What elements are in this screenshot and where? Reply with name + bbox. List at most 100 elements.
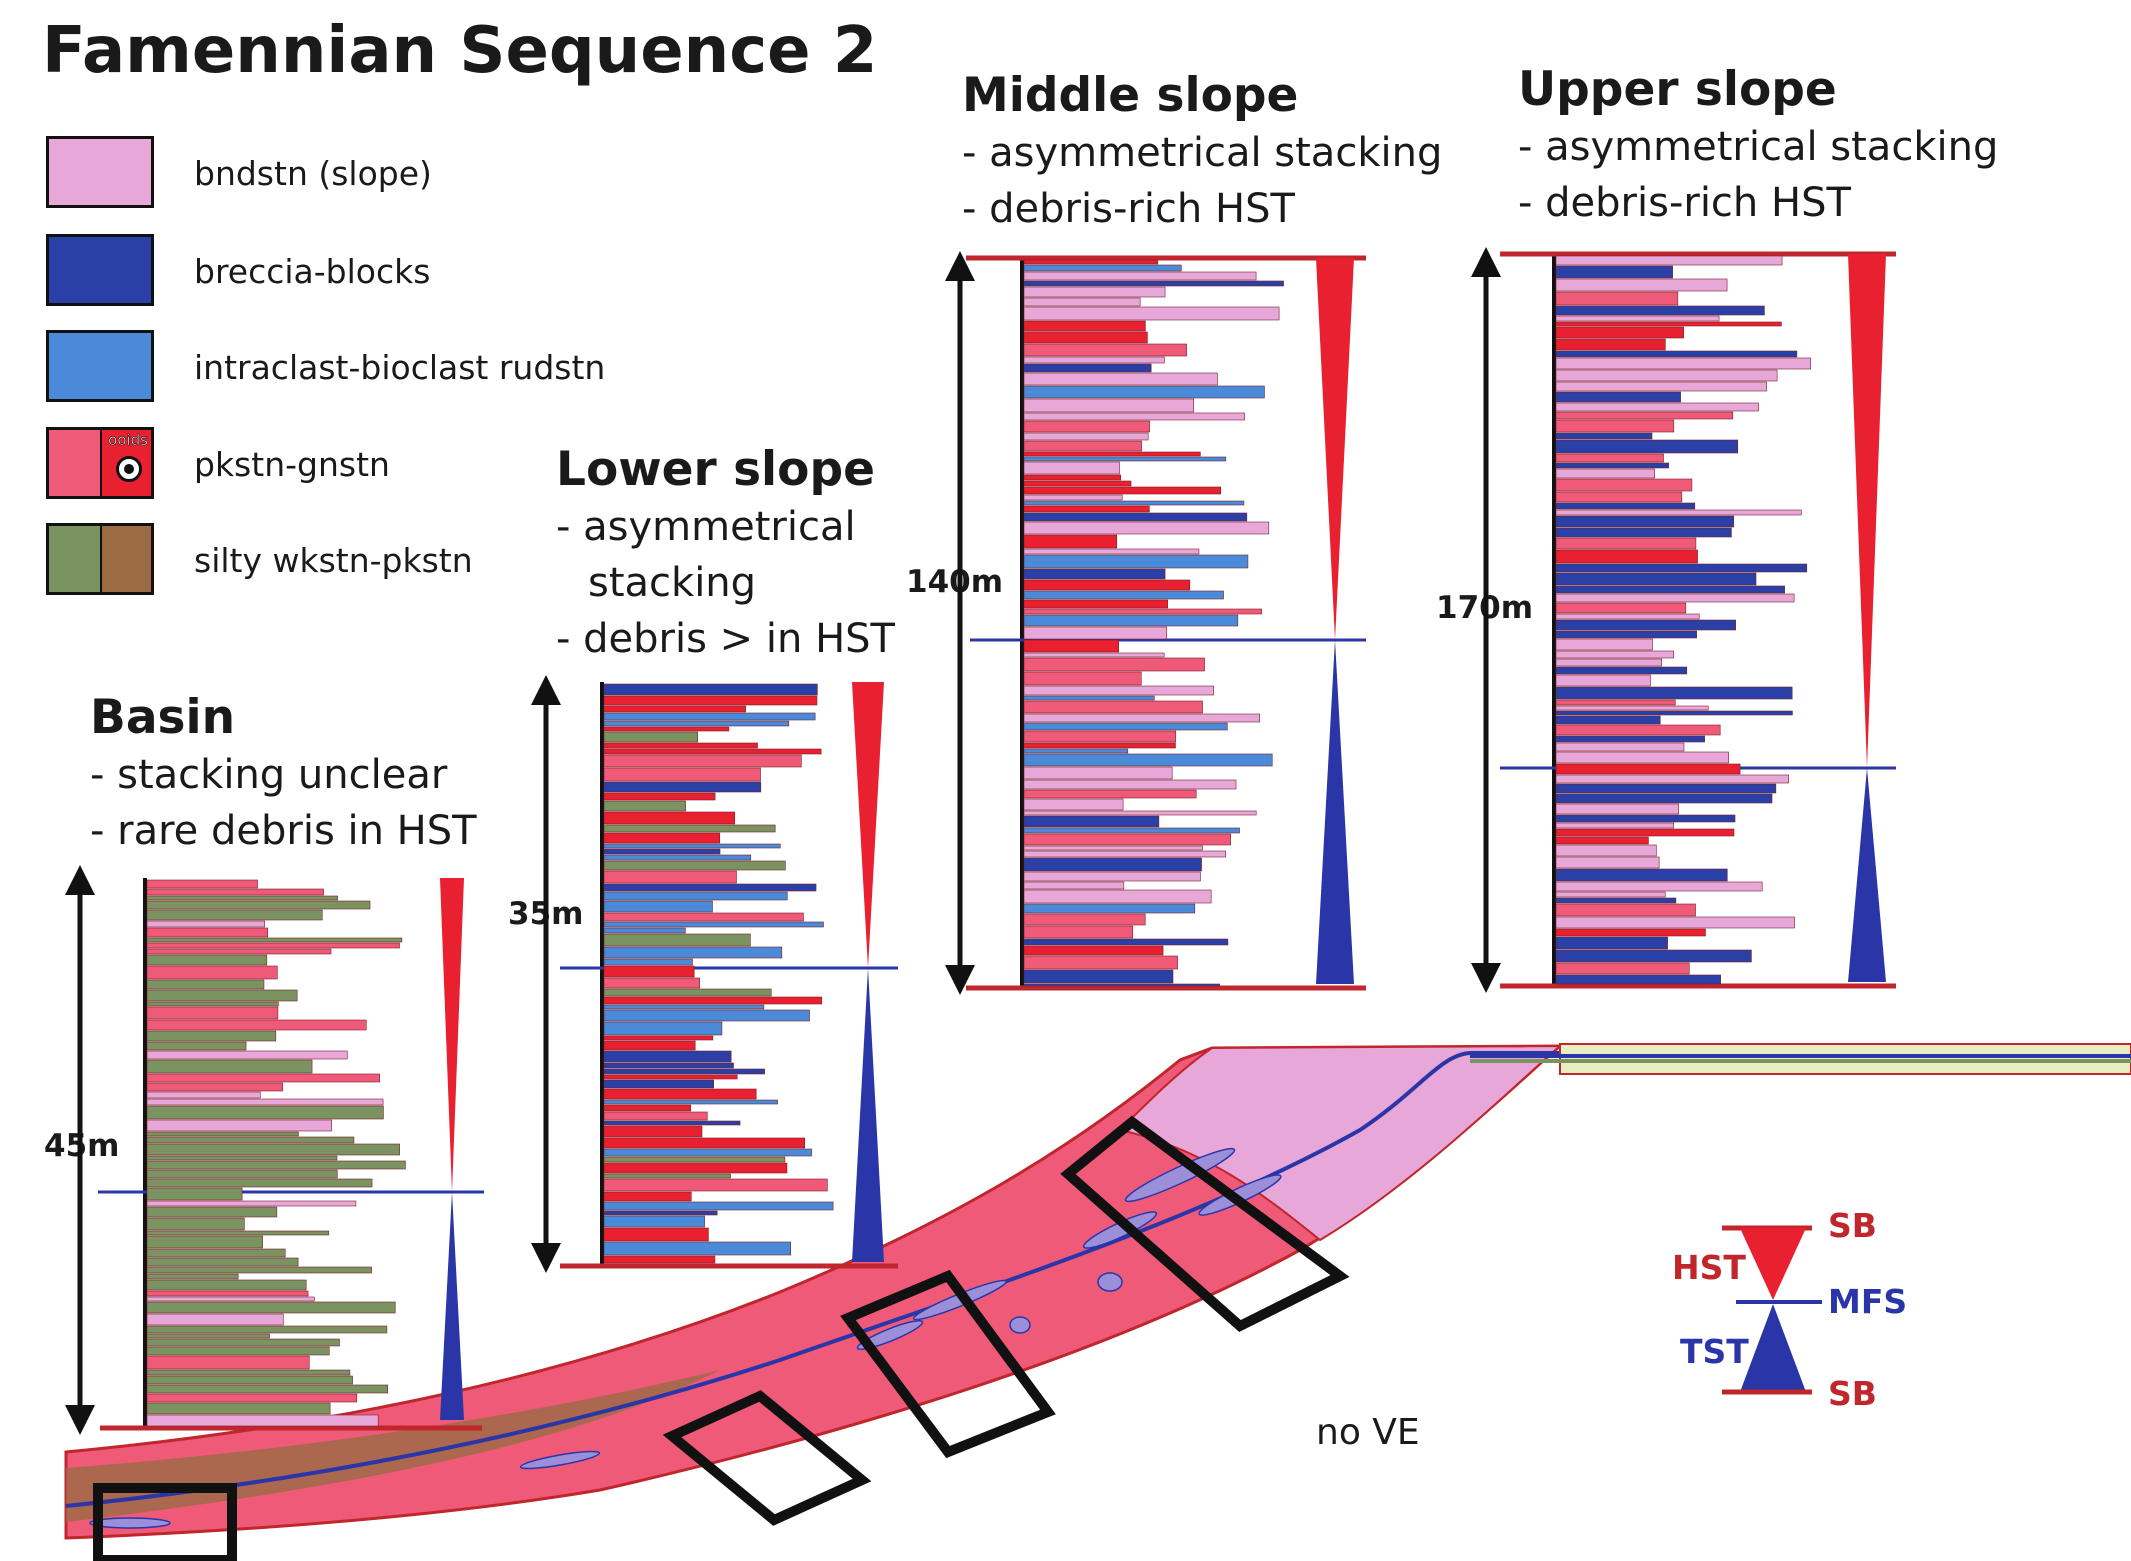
lithology-bed	[146, 1206, 278, 1218]
lithology-bed	[603, 1201, 834, 1211]
lithology-bed	[1023, 271, 1257, 281]
lithology-bed	[146, 1369, 351, 1376]
lithology-bed	[1555, 793, 1773, 804]
lithology-bed	[146, 1073, 380, 1083]
lithology-bed	[1555, 658, 1662, 667]
lithology-bed	[1555, 453, 1664, 463]
no-ve-note: no VE	[1316, 1412, 1420, 1453]
lithology-bed	[1023, 639, 1120, 653]
lithology-bed	[146, 1296, 315, 1302]
lithology-bed	[1023, 614, 1239, 627]
lithology-bed	[1555, 936, 1668, 950]
legend-label: intraclast-bioclast rudstn	[194, 348, 606, 387]
lithology-bed	[603, 767, 761, 782]
lithology-bed	[603, 1241, 792, 1256]
lithology-bed	[146, 1338, 340, 1347]
lithology-bed	[1555, 549, 1698, 564]
lithology-bed	[1023, 671, 1142, 686]
lithology-bed	[1555, 916, 1795, 929]
basin-tst-triangle	[440, 1192, 464, 1420]
basin-hst-triangle	[440, 878, 464, 1192]
lithology-bed	[1555, 666, 1688, 675]
lithology-bed	[1023, 440, 1142, 452]
lithology-bed	[603, 1040, 696, 1051]
upper-slope-heading: Upper slope	[1518, 62, 1837, 117]
lithology-bed	[1555, 369, 1778, 382]
lithology-bed	[1023, 925, 1134, 939]
lithology-bed	[1555, 724, 1721, 736]
lithology-bed	[1023, 494, 1123, 501]
lithology-bed	[603, 843, 781, 849]
key-sb-top-label: SB	[1828, 1206, 1877, 1245]
sequence-key	[1722, 1225, 1822, 1395]
lithology-bed	[146, 1001, 279, 1007]
lithology-bed	[1555, 814, 1736, 823]
lithology-bed	[146, 1143, 400, 1156]
lithology-bed	[146, 1257, 299, 1267]
lithology-bed	[1023, 685, 1214, 696]
lithology-bed	[603, 1068, 765, 1075]
lithology-bed	[1555, 585, 1785, 594]
lithology-bed	[1023, 608, 1262, 615]
lithology-bed	[1555, 468, 1655, 479]
lithology-bed	[1023, 827, 1240, 834]
lithology-bed	[1555, 705, 1709, 711]
lithology-bed	[603, 683, 818, 696]
lithology-bed	[1023, 955, 1178, 970]
lithology-bed	[603, 1148, 812, 1157]
lithology-bed	[1023, 548, 1200, 555]
lithology-bed	[1555, 381, 1767, 392]
lithology-bed	[603, 988, 772, 997]
legend-label: silty wkstn-pkstn	[194, 541, 473, 580]
legend-label: bndstn (slope)	[194, 154, 432, 193]
lithology-bed	[603, 1156, 786, 1163]
lithology-bed	[1555, 491, 1683, 503]
lithology-bed	[1555, 391, 1681, 403]
lithology-bed	[1023, 385, 1265, 399]
lithology-bed	[603, 824, 776, 833]
lithology-bed	[1555, 509, 1802, 516]
lithology-bed	[1023, 320, 1146, 332]
lithology-bed	[146, 920, 265, 928]
lithology-bed	[1555, 478, 1693, 492]
lithology-bed	[146, 1200, 357, 1207]
lithology-bed	[146, 927, 269, 938]
lithology-bed	[603, 1227, 709, 1242]
lithology-bed	[1023, 810, 1257, 816]
lithology-bed	[1023, 713, 1261, 723]
lithology-bed	[1023, 264, 1182, 272]
lithology-bed	[1023, 343, 1187, 357]
lithology-bed	[146, 1402, 331, 1415]
lithology-bed	[146, 1266, 372, 1274]
upper-slope-bars	[1555, 255, 1811, 985]
middle-slope-column	[945, 251, 1366, 995]
lithology-bed	[146, 1169, 338, 1179]
lithology-bed	[1555, 836, 1649, 845]
lithology-bed	[1555, 432, 1653, 440]
lithology-bed	[603, 726, 730, 732]
lithology-bed	[146, 1325, 388, 1334]
lithology-bed	[603, 742, 758, 749]
lithology-bed	[1023, 748, 1129, 754]
lithology-bed	[603, 977, 700, 989]
lithology-bed	[1023, 579, 1191, 591]
lithology-bed	[1555, 686, 1793, 700]
lithology-bed	[603, 1062, 734, 1069]
lithology-bed	[146, 1355, 310, 1370]
lithology-bed	[1555, 844, 1657, 857]
lithology-bed	[1555, 674, 1651, 687]
cross-section	[64, 1043, 2131, 1561]
lithology-bed	[146, 1155, 338, 1161]
lithology-bed	[146, 1290, 309, 1297]
lithology-bed	[146, 1346, 330, 1356]
legend-item-bndstn: bndstn (slope)	[46, 136, 646, 212]
lithology-bed	[1555, 527, 1732, 538]
lithology-bed	[146, 1059, 313, 1074]
lithology-bed	[603, 946, 783, 959]
lithology-bed	[1555, 619, 1736, 631]
lithology-bed	[603, 883, 817, 892]
lithology-bed	[1023, 657, 1205, 672]
lithology-bed	[1555, 751, 1729, 764]
lithology-bed	[1023, 306, 1280, 321]
legend-label: pkstn-gnstn	[194, 445, 390, 484]
